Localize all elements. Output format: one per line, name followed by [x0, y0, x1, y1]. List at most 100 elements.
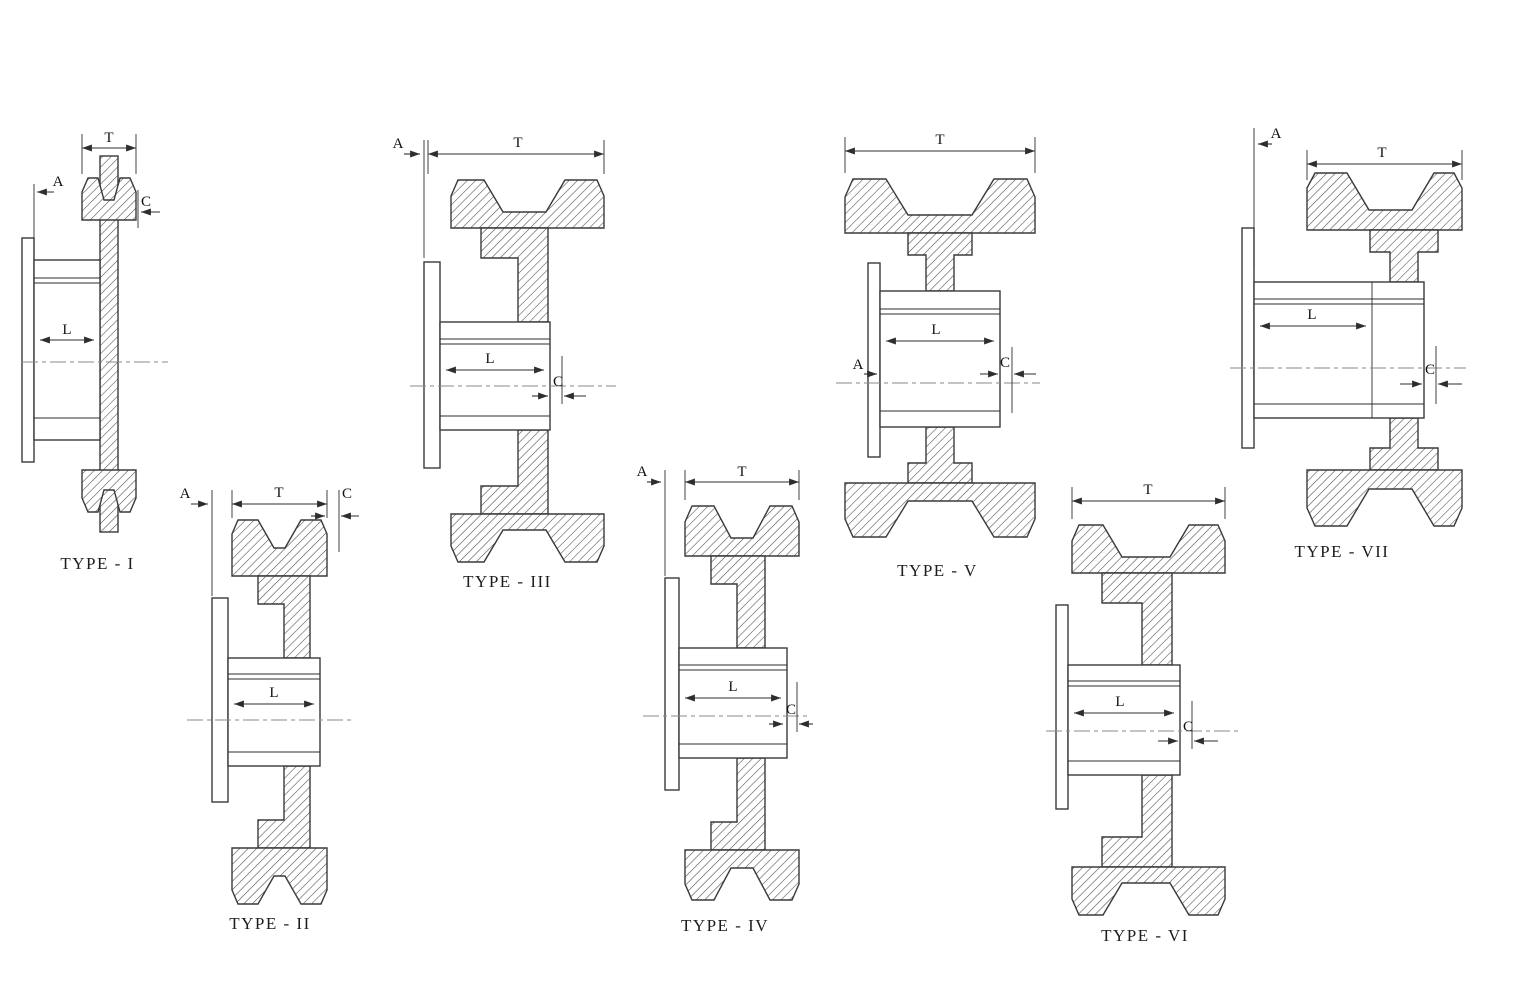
type-vii-figure: A T C L TYPE - VII	[1212, 118, 1472, 562]
hub	[1253, 281, 1425, 419]
bushing-flange	[211, 597, 229, 803]
dimension-l: L	[40, 322, 94, 344]
type-i-drawing: T A C L	[21, 130, 168, 533]
type-iv-figure: A T C L TYPE - IV	[635, 460, 815, 936]
dim-label-l: L	[269, 685, 278, 701]
dim-label-a: A	[180, 486, 191, 502]
type-iv-label: TYPE - IV	[680, 916, 770, 935]
rim-bottom	[231, 847, 328, 905]
type-ii-label: TYPE - II	[229, 914, 311, 933]
dimension-l: L	[234, 685, 314, 708]
type-vi-figure: T C L TYPE - VI	[1040, 477, 1250, 946]
bushing-flange	[423, 261, 441, 469]
dimension-a: A	[1253, 126, 1282, 268]
dim-label-c: C	[141, 194, 151, 210]
rim-bottom	[1306, 469, 1463, 527]
rim-bottom	[1071, 866, 1226, 916]
dimension-t: T	[81, 130, 137, 174]
dim-label-l: L	[1115, 694, 1124, 710]
dimension-l: L	[685, 679, 781, 702]
type-v-figure: T A C L TYPE - V	[830, 127, 1045, 581]
dimension-t: T	[1071, 482, 1226, 519]
rim-bottom	[81, 469, 137, 513]
dim-label-c: C	[342, 486, 352, 502]
bushing-flange	[867, 262, 881, 458]
rim-bottom	[450, 513, 605, 563]
dim-label-a: A	[1271, 126, 1282, 142]
type-iii-drawing: A T C L	[393, 135, 616, 563]
dim-label-a: A	[393, 136, 404, 152]
bushing-flange	[664, 577, 680, 791]
dimension-a: A	[853, 357, 877, 378]
type-iii-label: TYPE - III	[463, 572, 552, 591]
dimension-t: T	[1306, 145, 1463, 180]
dim-label-c: C	[786, 702, 796, 718]
rim-top	[1071, 524, 1226, 574]
rim-top	[450, 179, 605, 229]
dim-label-t: T	[935, 132, 944, 148]
dimension-a: A	[33, 174, 64, 258]
hub	[227, 657, 321, 767]
web	[907, 232, 973, 484]
rim-top	[1306, 172, 1463, 231]
dimension-a: A	[180, 486, 213, 596]
bushing-flange	[21, 237, 35, 463]
dimension-t: T	[684, 464, 800, 500]
dim-label-l: L	[931, 322, 940, 338]
type-v-label: TYPE - V	[897, 561, 978, 580]
dim-label-t: T	[274, 485, 283, 501]
type-ii-drawing: A T C L	[180, 485, 359, 905]
dimension-t: T	[844, 132, 1036, 173]
dimension-c: C	[980, 347, 1036, 413]
dim-label-l: L	[728, 679, 737, 695]
type-vii-drawing: A T C L	[1230, 126, 1466, 527]
dimension-c: C	[311, 486, 359, 552]
rim-bottom	[844, 482, 1036, 538]
hub	[678, 647, 788, 759]
hub	[439, 321, 551, 431]
dimension-l: L	[446, 351, 544, 374]
dim-label-c: C	[1183, 719, 1193, 735]
hub	[1067, 664, 1181, 776]
dim-label-t: T	[1377, 145, 1386, 161]
rim-top	[231, 519, 328, 577]
type-iii-figure: A T C L TYPE - III	[390, 130, 625, 592]
dim-label-c: C	[1000, 355, 1010, 371]
dimension-a: A	[393, 136, 425, 258]
hub	[879, 290, 1001, 428]
type-iv-drawing: A T C L	[637, 464, 813, 901]
hub	[33, 259, 101, 441]
dim-label-l: L	[1307, 307, 1316, 323]
dimension-t: T	[231, 485, 328, 518]
dimension-c: C	[1158, 701, 1218, 749]
type-vii-label: TYPE - VII	[1294, 542, 1390, 561]
dimension-l: L	[886, 322, 994, 345]
type-v-drawing: T A C L	[836, 132, 1040, 538]
rim-bottom	[684, 849, 800, 901]
rim-top	[844, 178, 1036, 234]
bushing-flange	[1055, 604, 1069, 810]
dim-label-t: T	[513, 135, 522, 151]
dim-label-l: L	[485, 351, 494, 367]
dim-label-a: A	[53, 174, 64, 190]
dim-label-t: T	[737, 464, 746, 480]
dimension-l: L	[1260, 307, 1366, 330]
bushing-flange	[1241, 227, 1255, 449]
dim-label-l: L	[62, 322, 71, 338]
rim-top	[684, 505, 800, 557]
dim-label-c: C	[553, 374, 563, 390]
dim-label-t: T	[1143, 482, 1152, 498]
type-i-figure: T A C L TYPE - I	[20, 120, 175, 574]
dim-label-t: T	[104, 130, 113, 146]
dimension-c: C	[137, 190, 160, 228]
type-vi-drawing: T C L	[1046, 482, 1238, 916]
dimension-c: C	[769, 682, 813, 732]
dim-label-a: A	[853, 357, 864, 373]
rim-top	[81, 177, 137, 221]
type-ii-figure: A T C L TYPE - II	[175, 480, 365, 934]
type-vi-label: TYPE - VI	[1101, 926, 1189, 945]
dimension-t: T	[427, 135, 605, 174]
dimension-c: C	[1400, 346, 1462, 404]
dimension-a: A	[637, 464, 666, 576]
